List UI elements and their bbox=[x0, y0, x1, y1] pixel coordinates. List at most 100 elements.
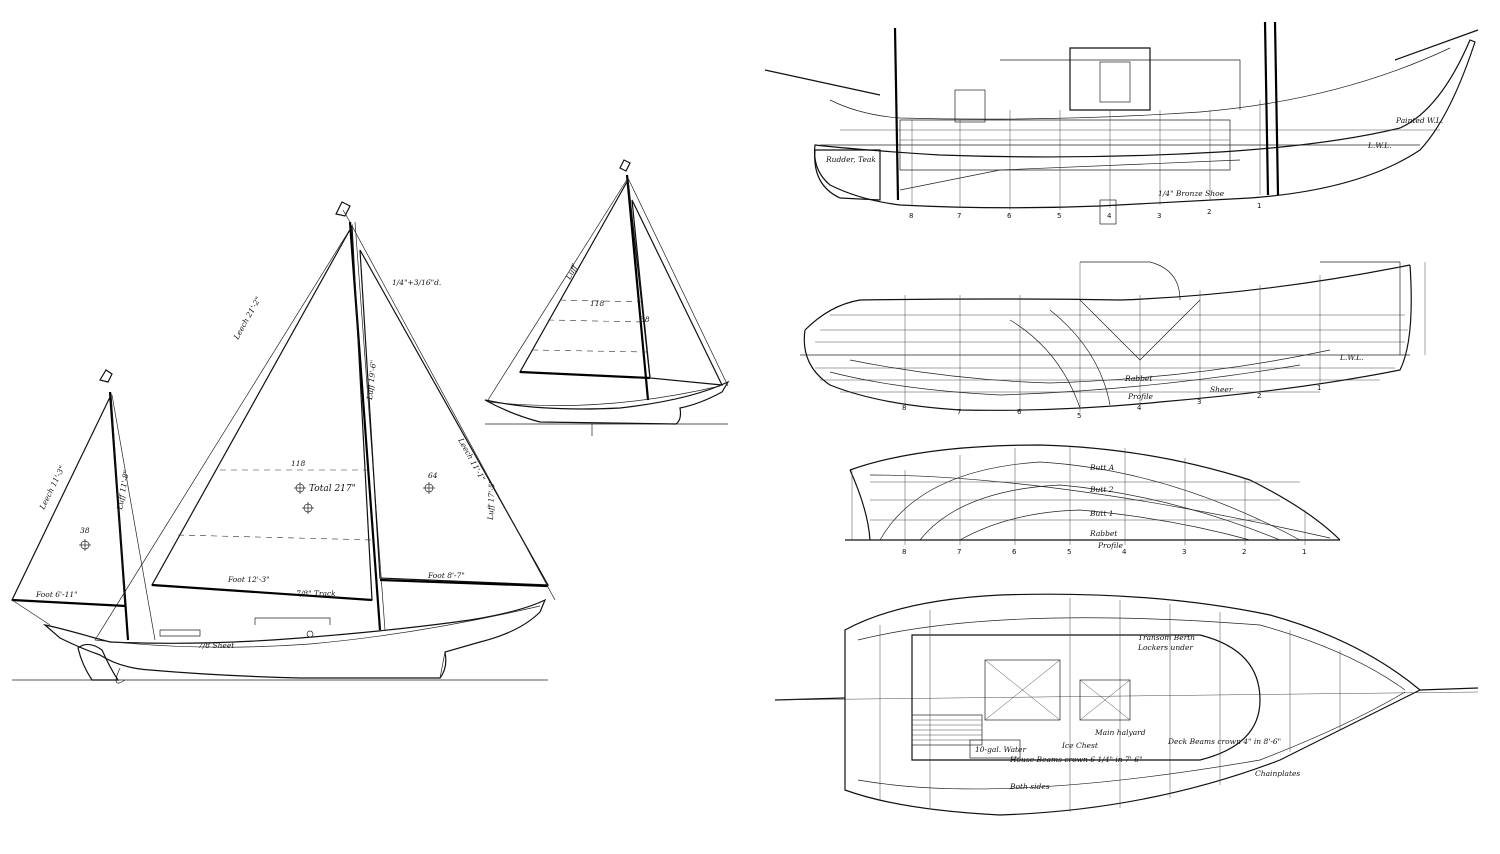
small-forestay bbox=[627, 177, 729, 387]
area-118-label: 118 bbox=[291, 459, 306, 468]
svg-text:1: 1 bbox=[1317, 384, 1321, 392]
fwd-hatch bbox=[1079, 679, 1131, 721]
butt-1-label: Butt 1 bbox=[1089, 509, 1114, 518]
main-stub-2 bbox=[1273, 21, 1280, 196]
house-beams-label: House Beams crown 6 1/4" in 7'-6" bbox=[1009, 755, 1143, 764]
small-luff: Luff bbox=[563, 262, 579, 282]
svg-text:8: 8 bbox=[902, 404, 906, 412]
hb-waterlines bbox=[869, 461, 1331, 541]
sail-plan-small: 118 38 Luff bbox=[484, 159, 730, 436]
svg-text:1: 1 bbox=[1302, 548, 1306, 556]
chainplates-label: Chainplates bbox=[1255, 769, 1300, 778]
boomkin bbox=[764, 69, 881, 96]
lines-stations bbox=[904, 262, 1321, 412]
svg-text:5: 5 bbox=[1057, 212, 1061, 220]
stay-label: 1/4"+3/16"d. bbox=[392, 278, 441, 287]
ballast-note bbox=[1099, 199, 1117, 225]
small-flag bbox=[619, 159, 631, 172]
deck-beams-label: Deck Beams crown 4" in 8'-6" bbox=[1167, 737, 1281, 746]
deck-outline bbox=[844, 593, 1422, 816]
hb-transom bbox=[849, 469, 871, 541]
mizzen-sail bbox=[11, 392, 126, 607]
lines-lwl-label: L.W.L. bbox=[1339, 353, 1364, 362]
rudder-teak-label: Rudder, Teak bbox=[825, 155, 876, 164]
small-jib bbox=[631, 199, 724, 386]
small-backstay bbox=[487, 177, 629, 401]
shaft-line bbox=[899, 159, 1241, 191]
inner-sheer-top bbox=[857, 617, 1406, 691]
svg-text:8: 8 bbox=[902, 548, 906, 556]
sail-plan-large: Total 217" 118 38 64 Luff 19'-6" Leech 2… bbox=[11, 201, 556, 684]
mizzen-foot-label: Foot 6'-11" bbox=[35, 590, 78, 599]
hatch-cross-2 bbox=[984, 659, 1061, 721]
lines-buttocks bbox=[829, 299, 1331, 409]
profile-rudder bbox=[814, 149, 881, 201]
small-sheer bbox=[489, 385, 721, 406]
mizzen-sheet bbox=[11, 599, 51, 626]
backstay bbox=[94, 225, 353, 641]
cockpit bbox=[159, 629, 201, 637]
small-area-38: 38 bbox=[640, 315, 650, 324]
lines-profile-outline bbox=[803, 264, 1412, 411]
svg-text:7: 7 bbox=[957, 408, 961, 416]
bronze-shoe-label: 1/4" Bronze Shoe bbox=[1158, 189, 1225, 198]
svg-text:2: 2 bbox=[1207, 208, 1211, 216]
total-area-label: Total 217" bbox=[309, 484, 356, 494]
jib-leech-label: Leech 11'-1" bbox=[456, 436, 487, 483]
svg-text:5: 5 bbox=[1077, 412, 1081, 420]
mizzen-leech-label: Leech 11'-3" bbox=[37, 464, 66, 512]
profile-stations bbox=[911, 100, 1261, 210]
small-hull bbox=[484, 380, 730, 425]
profile-station-labels: 8 7 6 5 4 3 2 1 bbox=[909, 202, 1261, 220]
svg-text:6: 6 bbox=[1017, 408, 1022, 416]
forestay bbox=[351, 225, 556, 601]
sheet-label: 7/8 Sheet bbox=[198, 641, 235, 650]
svg-text:6: 6 bbox=[1012, 548, 1017, 556]
svg-text:5: 5 bbox=[1067, 548, 1071, 556]
fwd-hatch-cross-2 bbox=[1079, 679, 1131, 721]
lines-station-labels: 8 7 6 5 4 3 2 1 bbox=[902, 384, 1321, 420]
small-reef-3 bbox=[531, 349, 649, 353]
svg-text:7: 7 bbox=[957, 548, 961, 556]
center-of-effort-marks bbox=[79, 482, 435, 551]
hb-rabbet-label: Rabbet bbox=[1089, 529, 1118, 538]
lines-profile-label: Profile bbox=[1127, 392, 1154, 401]
profile-sheer bbox=[829, 47, 1451, 120]
svg-text:3: 3 bbox=[1157, 212, 1161, 220]
hb-profile-label: Profile bbox=[1097, 541, 1124, 550]
port-light bbox=[306, 630, 314, 638]
lines-waterlines bbox=[815, 314, 1408, 393]
plan-centerline bbox=[774, 691, 1479, 701]
main-boom bbox=[151, 583, 373, 602]
mizzen-flag bbox=[99, 369, 113, 383]
cabin-trunk bbox=[911, 634, 1261, 761]
profile-hull bbox=[813, 39, 1476, 209]
masthead-flag bbox=[335, 201, 351, 217]
main-luff-label: Luff 19'-6" bbox=[365, 360, 378, 402]
sheer-line bbox=[94, 605, 541, 648]
half-breadth-plan: Butt A Butt 2 Butt 1 Rabbet Profile 8 7 … bbox=[845, 444, 1341, 556]
cabin-house bbox=[254, 617, 331, 625]
hb-station-labels: 8 7 6 5 4 3 2 1 bbox=[902, 548, 1306, 556]
plan-bowsprit bbox=[1419, 687, 1479, 691]
jib-foot-label: Foot 8'-7" bbox=[427, 571, 465, 580]
svg-text:6: 6 bbox=[1007, 212, 1012, 220]
lockers-under-label: Lockers under bbox=[1137, 643, 1193, 652]
reef-line-2 bbox=[177, 534, 375, 541]
cabin-top bbox=[1000, 59, 1241, 110]
hb-stations bbox=[904, 446, 1306, 545]
doghouse bbox=[1069, 47, 1151, 111]
main-foot-label: Foot 12'-3" bbox=[227, 575, 270, 584]
bowsprit bbox=[1394, 29, 1479, 61]
main-stub bbox=[1263, 21, 1270, 196]
both-sides-label: Both sides bbox=[1009, 782, 1050, 791]
svg-text:3: 3 bbox=[1182, 548, 1186, 556]
accommodation-plan: Transom Berth Lockers under Ice Chest Ho… bbox=[774, 593, 1479, 816]
svg-text:1: 1 bbox=[1257, 202, 1261, 210]
svg-text:4: 4 bbox=[1137, 404, 1142, 412]
ladder bbox=[1099, 61, 1131, 103]
main-leech-label: Leech 21'-2" bbox=[231, 295, 262, 342]
svg-text:8: 8 bbox=[909, 212, 913, 220]
deck-frames bbox=[879, 598, 1341, 812]
lines-sheer-label: Sheer bbox=[1210, 385, 1233, 394]
